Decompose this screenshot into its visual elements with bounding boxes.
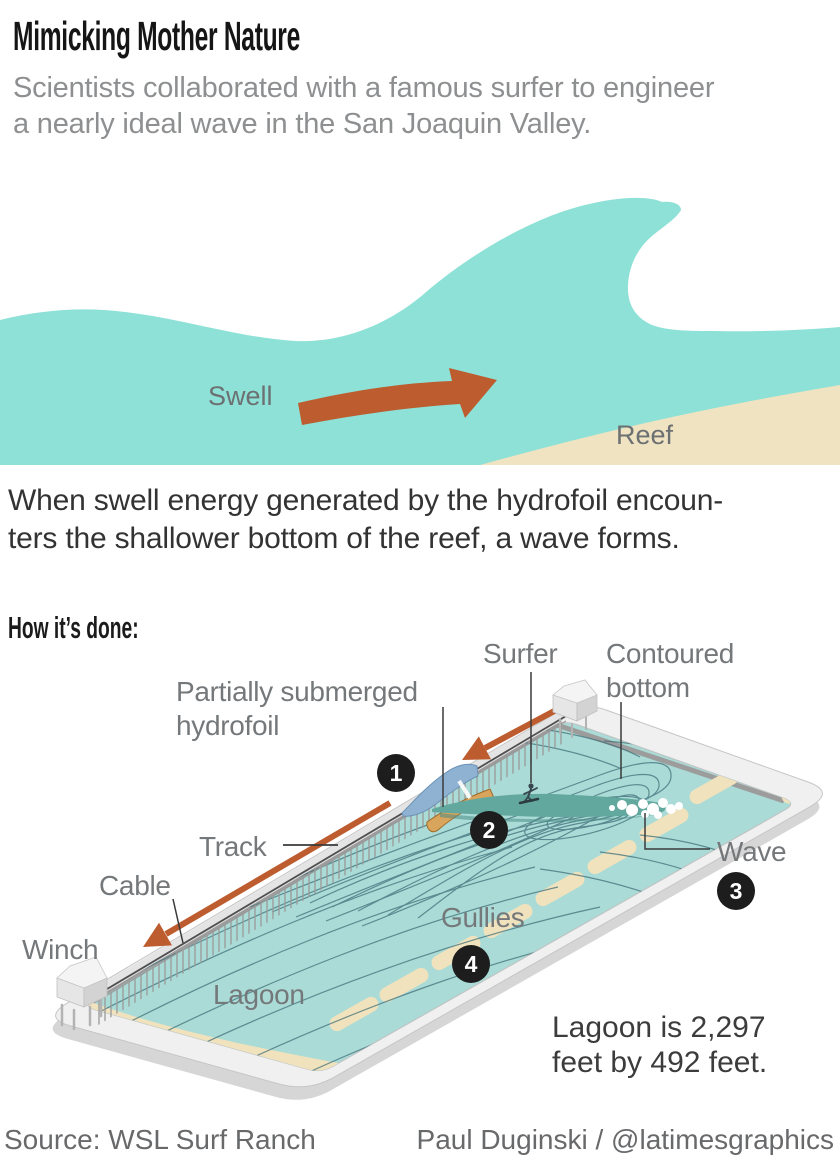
- wave-foam: [609, 798, 683, 819]
- wave-leader-elbow: [644, 813, 710, 850]
- cable-label: Cable: [99, 870, 171, 901]
- wave-label: Wave: [717, 836, 787, 867]
- lagoon-dimensions-note: Lagoon is 2,297 feet by 492 feet.: [552, 1011, 768, 1079]
- step-4-badge: 4: [452, 945, 490, 983]
- explainer-line-1: When swell energy generated by the hydro…: [8, 484, 724, 517]
- section-heading: How it’s done:: [8, 610, 139, 645]
- cable-leader-line: [172, 898, 184, 944]
- surfer-label: Surfer: [483, 638, 558, 669]
- step-3-badge: 3: [717, 872, 755, 910]
- lagoon-label: Lagoon: [213, 979, 305, 1010]
- cable-arrow-icon: [143, 706, 560, 947]
- track-label: Track: [199, 831, 267, 862]
- subtitle-line-2: a nearly ideal wave in the San Joaquin V…: [13, 108, 592, 140]
- swell-label: Swell: [208, 381, 273, 411]
- surfer-figure: [518, 783, 540, 805]
- ocean-water-shape: [0, 197, 840, 465]
- winch-label: Winch: [22, 934, 99, 965]
- source-credit: Source: WSL Surf Ranch: [4, 1124, 316, 1155]
- hydrofoil-label: Partially submerged hydrofoil: [176, 676, 418, 741]
- page-subtitle: Scientists collaborated with a famous su…: [13, 70, 714, 142]
- step-2-badge: 2: [470, 811, 508, 849]
- leader-lines: [172, 672, 710, 944]
- winch-left: [56, 956, 108, 1031]
- swell-wave-figure: [0, 197, 840, 465]
- reef-sand-shape: [480, 385, 840, 465]
- contoured-bottom-label: Contoured bottom: [606, 638, 735, 703]
- page-title: Mimicking Mother Nature: [13, 13, 300, 59]
- explainer-paragraph: When swell energy generated by the hydro…: [8, 482, 723, 558]
- swell-arrow-icon: [298, 368, 497, 425]
- subtitle-line-1: Scientists collaborated with a famous su…: [13, 72, 715, 104]
- reef-label: Reef: [616, 420, 674, 450]
- winch-right: [552, 679, 598, 738]
- gullies-label: Gullies: [441, 902, 525, 933]
- author-credit: Paul Duginski / @latimesgraphics: [416, 1124, 834, 1155]
- explainer-line-2: ters the shallower bottom of the reef, a…: [8, 522, 680, 555]
- step-1-badge: 1: [377, 754, 415, 792]
